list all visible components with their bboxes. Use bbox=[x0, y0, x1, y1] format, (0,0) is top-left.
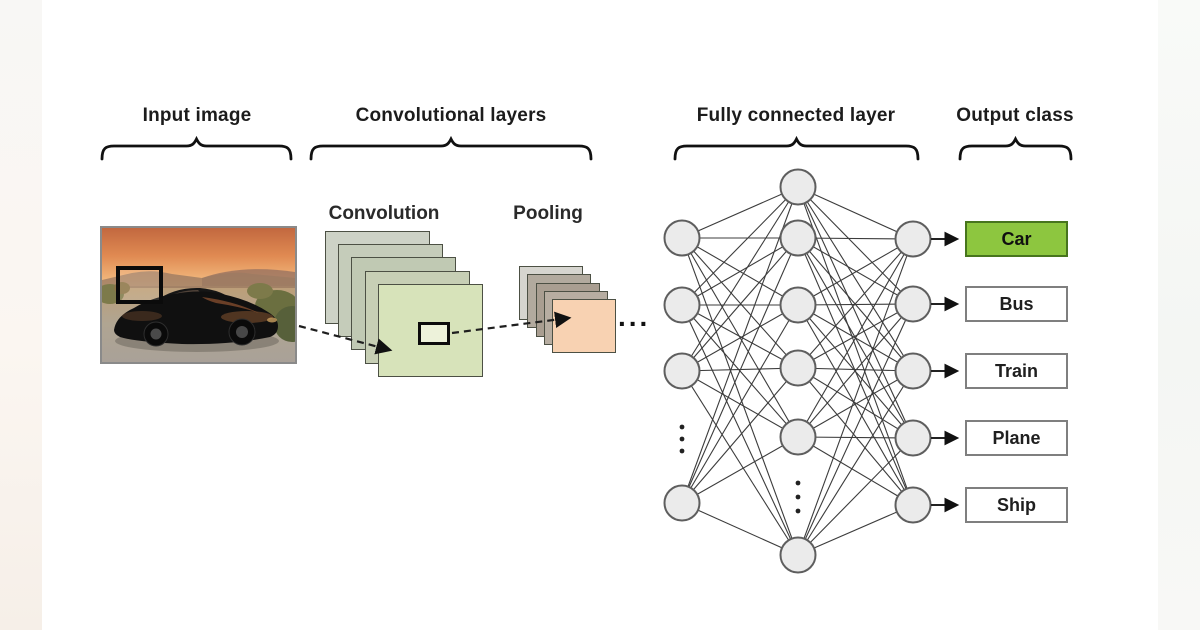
neuron-node bbox=[894, 220, 932, 258]
neuron-node bbox=[894, 352, 932, 390]
section-brace bbox=[100, 135, 293, 161]
section-label-convolutional-layers: Convolutional layers bbox=[355, 105, 547, 126]
more-nodes-dot bbox=[795, 480, 801, 486]
neuron-node bbox=[894, 285, 932, 323]
neuron-node bbox=[663, 484, 701, 522]
neuron-node bbox=[894, 486, 932, 524]
neuron-node bbox=[779, 536, 817, 574]
neuron-node bbox=[663, 286, 701, 324]
network-nodes bbox=[663, 168, 932, 574]
more-nodes-dot bbox=[679, 436, 685, 442]
output-class-box-train: Train bbox=[965, 353, 1068, 389]
more-nodes-dot bbox=[795, 508, 801, 514]
section-braces bbox=[100, 135, 1073, 161]
output-class-box-plane: Plane bbox=[965, 420, 1068, 456]
output-class-box-bus: Bus bbox=[965, 286, 1068, 322]
section-brace bbox=[309, 135, 593, 161]
neuron-node bbox=[779, 286, 817, 324]
network-edges bbox=[681, 186, 914, 556]
left-gutter bbox=[0, 0, 42, 630]
more-nodes-dot bbox=[679, 448, 685, 454]
section-label-input-image: Input image bbox=[142, 105, 252, 126]
more-layers-ellipsis: ... bbox=[618, 301, 651, 332]
output-class-box-ship: Ship bbox=[965, 487, 1068, 523]
neuron-node bbox=[663, 219, 701, 257]
car-photo-art bbox=[102, 228, 295, 362]
stage-label-pooling: Pooling bbox=[513, 203, 583, 224]
section-brace bbox=[958, 135, 1073, 161]
section-brace bbox=[673, 135, 920, 161]
neuron-node bbox=[779, 349, 817, 387]
right-gutter bbox=[1158, 0, 1200, 630]
neuron-node bbox=[779, 418, 817, 456]
stage-label-convolution: Convolution bbox=[328, 203, 440, 224]
section-label-fully-connected-layer: Fully connected layer bbox=[696, 105, 896, 126]
pooling-feature-map bbox=[552, 299, 617, 354]
more-nodes-dot bbox=[795, 494, 801, 500]
more-nodes-dot bbox=[679, 424, 685, 430]
pooling-window-rect bbox=[418, 322, 450, 345]
neuron-node bbox=[894, 419, 932, 457]
output-arrows bbox=[931, 231, 960, 513]
neuron-node bbox=[779, 168, 817, 206]
neuron-node bbox=[779, 219, 817, 257]
section-label-output-class: Output class bbox=[956, 105, 1074, 126]
receptive-field-patch bbox=[116, 266, 163, 304]
output-class-box-car: Car bbox=[965, 221, 1068, 257]
input-image-photo bbox=[100, 226, 297, 364]
neuron-node bbox=[663, 352, 701, 390]
